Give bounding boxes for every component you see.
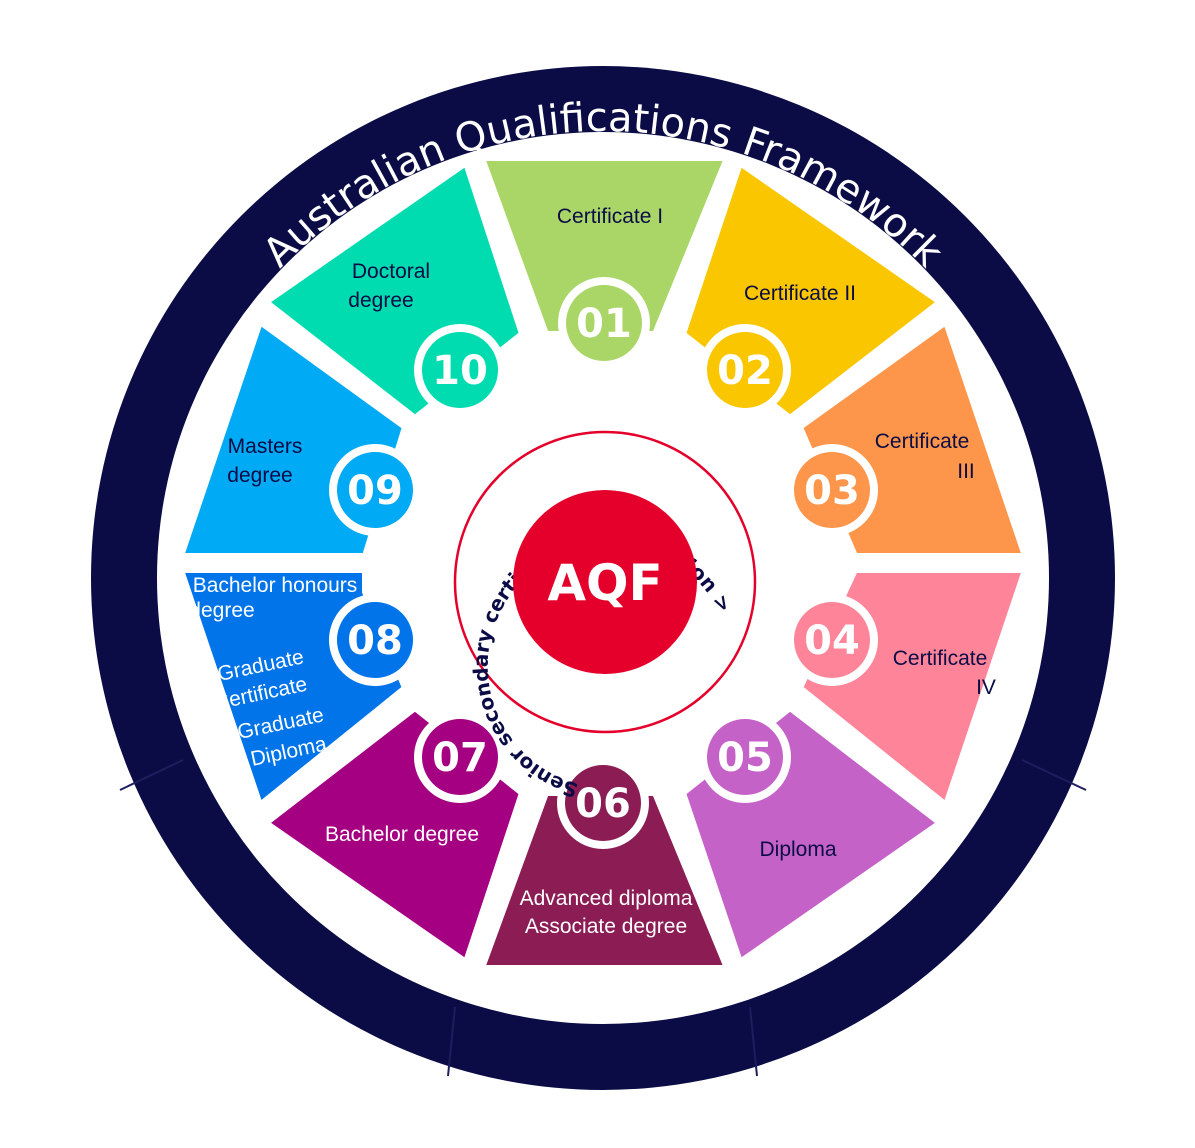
badge-number-level-03: 03 [804, 468, 860, 514]
label-level-08-line-2: degree [189, 599, 254, 622]
label-level-07-line-1: Bachelor degree [325, 823, 479, 846]
badge-number-level-05: 05 [717, 735, 773, 781]
segment-level-01 [479, 155, 730, 337]
label-level-10-line-1: Doctoral [352, 260, 430, 283]
label-level-03-line-2: III [957, 460, 975, 483]
badge-level-03 [794, 452, 870, 528]
label-level-09-line-1: Masters [228, 435, 303, 458]
badge-level-01 [566, 285, 642, 361]
label-level-10-line-2: degree [348, 289, 413, 312]
label-level-05-line-1: Diploma [759, 838, 836, 861]
label-level-06-line-2: Associate degree [525, 915, 687, 938]
badge-level-02 [707, 332, 783, 408]
badge-number-level-04: 04 [804, 618, 860, 664]
badge-number-level-09: 09 [347, 468, 403, 514]
label-level-02-line-1: Certificate II [744, 282, 856, 305]
badge-level-05 [707, 719, 783, 795]
label-level-08-line-1: Bachelor honours [193, 574, 358, 597]
badge-number-level-06: 06 [575, 781, 631, 827]
segment-level-06 [479, 790, 730, 971]
level-badges: 01 02 03 04 05 06 07 08 09 10 [329, 277, 878, 849]
label-level-01-line-1: Certificate I [557, 205, 663, 228]
badge-level-08 [337, 602, 413, 678]
badge-level-10 [422, 332, 498, 408]
label-level-03-line-1: Certificate [875, 430, 970, 453]
label-level-04-line-2: IV [976, 676, 996, 699]
label-level-04-line-1: Certificate [893, 647, 988, 670]
ring-separators [119, 759, 1087, 1077]
label-level-09-line-2: degree [227, 464, 292, 487]
badge-number-level-01: 01 [576, 301, 632, 347]
center-abbreviation: AQF [547, 554, 662, 612]
label-level-06-line-1: Advanced diploma [520, 887, 693, 910]
center-circle [513, 490, 697, 674]
badge-number-level-07: 07 [432, 735, 488, 781]
badge-level-09 [337, 452, 413, 528]
badge-number-level-10: 10 [432, 348, 488, 394]
badge-level-04 [794, 602, 870, 678]
badge-number-level-02: 02 [717, 348, 773, 394]
badge-level-06 [565, 765, 641, 841]
badge-number-level-08: 08 [347, 618, 403, 664]
badge-level-07 [422, 719, 498, 795]
